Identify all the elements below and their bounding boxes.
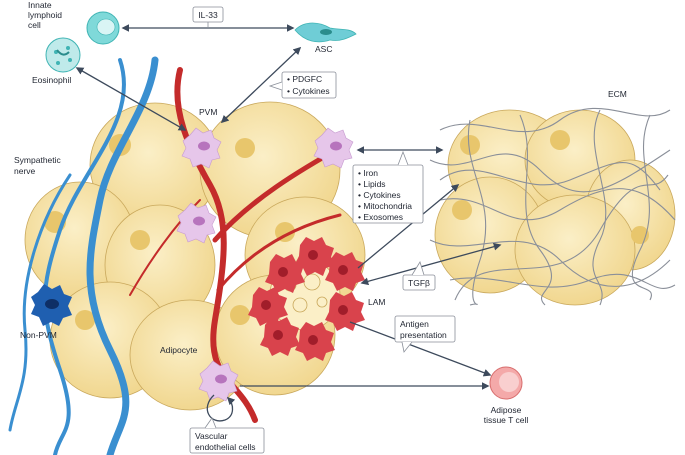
- tgfb-callout: TGFβ: [402, 261, 436, 291]
- cargo-iron: • Iron: [358, 168, 378, 178]
- ilc-label-3: cell: [28, 20, 41, 30]
- eosinophil-label: Eosinophil: [32, 75, 71, 85]
- non-pvm-label: Non-PVM: [20, 330, 57, 340]
- adipose-tissue-t-cell: [489, 366, 523, 400]
- sympathetic-label-2: nerve: [14, 166, 36, 176]
- lam-cell: [260, 317, 300, 356]
- cargo-lipids: • Lipids: [358, 179, 386, 189]
- antigen-label: Antigen: [400, 319, 429, 329]
- il33-callout: IL-33: [192, 6, 224, 27]
- tgfb-label: TGFβ: [408, 278, 430, 288]
- adipose-stromal-cell: [294, 22, 357, 43]
- arrow-lam-tcell: [349, 321, 492, 377]
- pvm-macrophage: [313, 127, 354, 169]
- adipocyte-label: Adipocyte: [160, 345, 198, 355]
- lam-cell: [295, 237, 335, 276]
- pvm-macrophage: [181, 127, 222, 169]
- pvm-label: PVM: [199, 107, 217, 117]
- cargo-cytokines: • Cytokines: [358, 190, 401, 200]
- ilc-label-2: lymphoid: [28, 10, 62, 20]
- vec-label-2: endothelial cells: [195, 442, 255, 452]
- pvm-macrophage: [176, 202, 217, 244]
- asc-label: ASC: [315, 44, 332, 54]
- arrow-endothelial-loop: [206, 394, 236, 422]
- arrow-eosinophil-pvm: [75, 67, 187, 131]
- lam-cell: [265, 254, 305, 293]
- tcell-label-2: tissue T cell: [484, 415, 529, 425]
- presentation-label: presentation: [400, 330, 447, 340]
- ecm-label: ECM: [608, 89, 627, 99]
- lam-cell: [248, 287, 288, 326]
- cargo-mitochondria: • Mitochondria: [358, 201, 412, 211]
- pdgfc-item: • PDGFC: [287, 74, 322, 84]
- lam-cell: [295, 322, 335, 361]
- vec-callout: Vascular endothelial cells: [189, 417, 265, 454]
- lam-label: LAM: [368, 297, 385, 307]
- cytokines-item: • Cytokines: [287, 86, 330, 96]
- pdgfc-callout: • PDGFC • Cytokines: [268, 71, 337, 99]
- tcell-label-1: Adipose: [491, 405, 522, 415]
- antigen-callout: Antigen presentation: [394, 315, 456, 353]
- innate-lymphoid-cell: [86, 11, 120, 45]
- cargo-exosomes: • Exosomes: [358, 212, 403, 222]
- il33-label: IL-33: [198, 10, 218, 20]
- lam-cell: [325, 252, 365, 291]
- lam-crown: [248, 237, 365, 361]
- vec-label-1: Vascular: [195, 431, 228, 441]
- eosinophil: [45, 37, 81, 73]
- arrow-lam-ecm-tgfb: [360, 242, 502, 286]
- sympathetic-label-1: Sympathetic: [14, 155, 62, 165]
- arrow-asc-pvm: [220, 46, 302, 124]
- ilc-label-1: Innate: [28, 0, 52, 10]
- pvm-macrophage-endothelial: [198, 360, 239, 402]
- cargo-callout: • Iron • Lipids • Cytokines • Mitochondr…: [352, 150, 424, 224]
- lam-cell: [325, 292, 365, 331]
- non-pvm-macrophage: [31, 284, 72, 326]
- ecm-adipocyte-cluster: [434, 109, 676, 306]
- interaction-arrows: [75, 24, 502, 422]
